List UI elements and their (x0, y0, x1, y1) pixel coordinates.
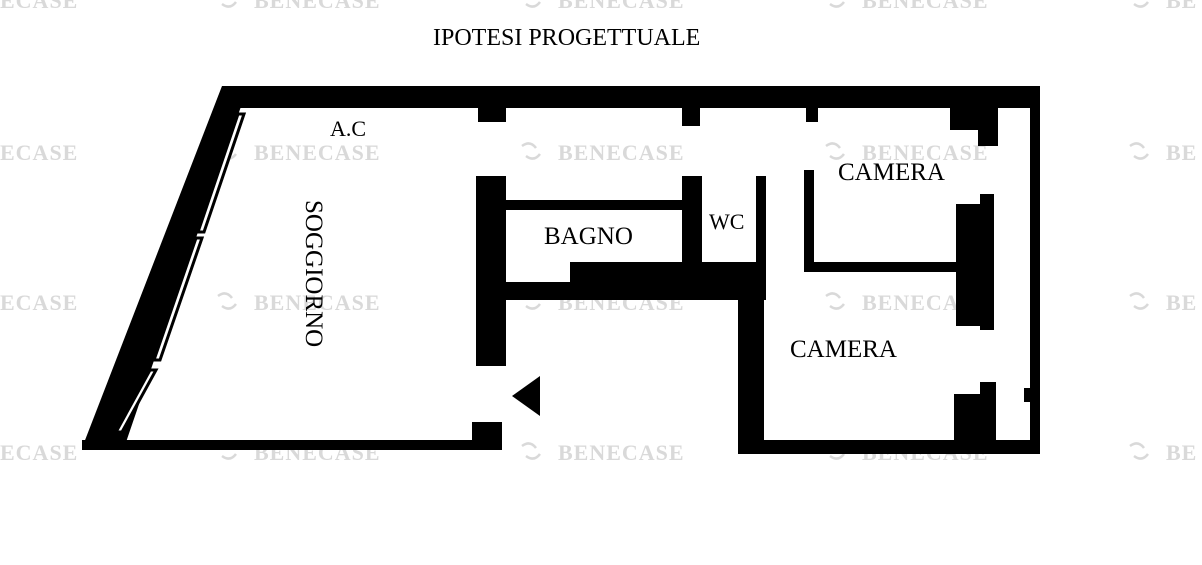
windows-left (113, 112, 247, 434)
watermark-text: ECASE (0, 140, 78, 165)
room-label-wc: WC (709, 209, 744, 234)
watermark: BENECASE (521, 140, 685, 165)
wall-pier-top-1 (478, 100, 506, 122)
watermark-logo-icon (521, 442, 541, 460)
watermark-logo-icon (521, 142, 541, 160)
window-3 (113, 368, 159, 434)
watermark: BE (1129, 290, 1197, 315)
watermark-text: BENECASE (558, 140, 685, 165)
wall-bagno-wc (682, 176, 702, 264)
watermark-text: BE (1166, 0, 1197, 13)
watermark-text: BENECASE (558, 440, 685, 465)
watermark-logo-icon (829, 1, 845, 8)
watermark: ECASE (0, 290, 78, 315)
watermark-text: BENECASE (862, 0, 989, 13)
watermark: BENECASE (825, 140, 989, 165)
watermark: BENECASE (829, 0, 989, 13)
room-label-soggiorno: SOGGIORNO (300, 200, 327, 347)
watermark: ECASE (0, 0, 78, 13)
wall-camera-left (738, 286, 764, 454)
wall-corridor-thick (570, 262, 766, 300)
watermark-logo-icon (825, 142, 845, 160)
watermark-text: BE (1166, 140, 1197, 165)
wall-corner-top-right-2 (978, 90, 998, 146)
watermark-logo-icon (825, 292, 845, 310)
watermark: ECASE (0, 440, 78, 465)
window-2 (151, 236, 205, 362)
watermark-logo-icon (1129, 142, 1149, 160)
wall-partition-living (476, 176, 506, 366)
room-label-camera-top: CAMERA (838, 159, 945, 186)
watermark: BENECASE (217, 140, 381, 165)
watermark: BENECASE (525, 0, 685, 13)
watermark-text: BENECASE (254, 290, 381, 315)
watermark-text: BE (1166, 290, 1197, 315)
wall-camera-top-left (804, 170, 814, 270)
watermark-logo-icon (525, 1, 541, 8)
watermark-logo-icon (221, 1, 237, 8)
wall-stub-right (1024, 388, 1040, 402)
watermark-text: BENECASE (254, 140, 381, 165)
wall-bagno-top (506, 200, 686, 210)
watermark: BENECASE (521, 440, 685, 465)
watermark: BENECASE (217, 290, 381, 315)
watermark-text: BENECASE (558, 0, 685, 13)
window-1 (195, 112, 247, 234)
wall-right (1030, 86, 1040, 454)
wall-left-slanted (82, 86, 248, 448)
entrance-arrow-icon (512, 376, 540, 416)
watermark-text: BE (1166, 440, 1197, 465)
wall-camera-top-bottom (804, 262, 964, 272)
watermark: BENECASE (221, 0, 381, 13)
wall-pier-door (472, 422, 502, 448)
watermark: BE (1133, 0, 1197, 13)
watermark-text: BENECASE (254, 0, 381, 13)
wall-top (222, 86, 1040, 108)
room-label-camera-bottom: CAMERA (790, 336, 897, 363)
plan-title: IPOTESI PROGETTUALE (433, 25, 700, 51)
wall-bottom-living (82, 440, 502, 450)
room-label-ac: A.C (330, 116, 366, 141)
wall-corner-bottom-right-2 (980, 382, 996, 446)
watermark-logo-icon (1133, 1, 1149, 8)
wall-wc-right (756, 176, 766, 268)
watermark: BE (1129, 440, 1197, 465)
wall-pier-top-3 (806, 100, 818, 122)
walls (82, 86, 1040, 454)
watermark-logo-icon (217, 292, 237, 310)
wall-pier-top-2 (682, 100, 700, 126)
wall-right-inner-2 (980, 194, 994, 330)
watermark-text: BENECASE (862, 140, 989, 165)
watermark-text: ECASE (0, 290, 78, 315)
watermark-logo-icon (1129, 292, 1149, 310)
room-label-bagno: BAGNO (544, 223, 633, 250)
watermark: ECASE (0, 140, 78, 165)
watermark-text: ECASE (0, 440, 78, 465)
watermark-text: ECASE (0, 0, 78, 13)
watermark: BE (1129, 140, 1197, 165)
watermark-logo-icon (1129, 442, 1149, 460)
